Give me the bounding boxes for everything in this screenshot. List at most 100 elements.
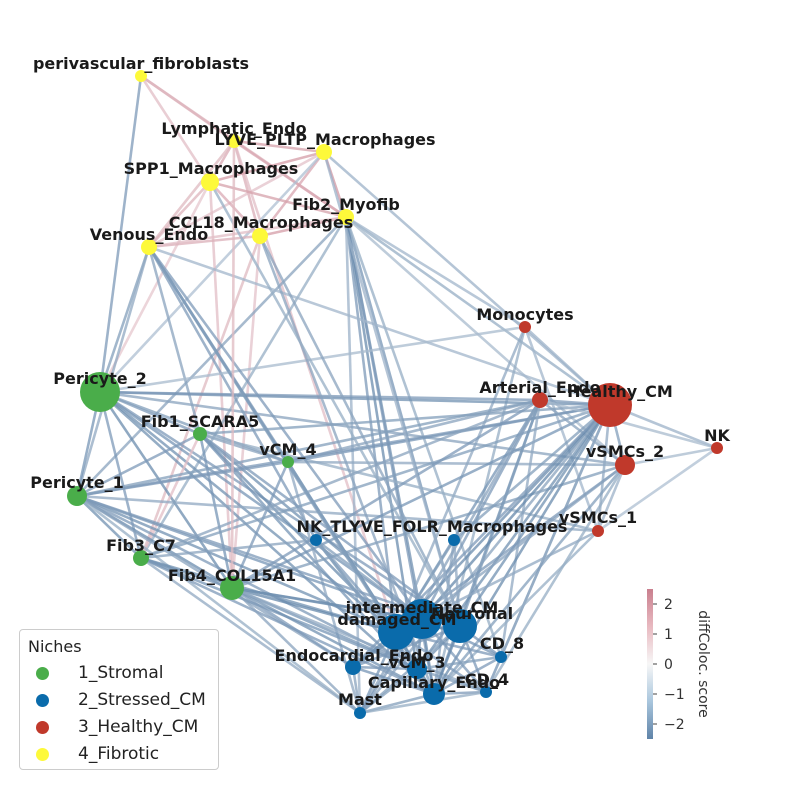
node-label-Capillary_Endo: Capillary_Endo bbox=[368, 673, 500, 692]
node-Fib4_COL15A1[interactable] bbox=[220, 576, 244, 600]
node-LYVE_PLTP_Macrophages[interactable] bbox=[316, 144, 332, 160]
edge-Monocytes-Pericyte_2 bbox=[99, 325, 526, 394]
legend-item-fibrotic: 4_Fibrotic bbox=[36, 743, 159, 765]
node-Lymphatic_Endo[interactable] bbox=[227, 134, 241, 148]
node-Pericyte_2[interactable] bbox=[80, 372, 120, 412]
edge-NK_TLYVE_FOLR_Macrophages-intermediate_CM bbox=[315, 538, 423, 621]
node-label-NK: NK bbox=[704, 426, 730, 445]
node-CD_4[interactable] bbox=[480, 686, 492, 698]
colorbar-tick-label: −1 bbox=[664, 687, 685, 703]
edge-vSMCs_2-intermediate_CM bbox=[421, 463, 626, 621]
edge-Lymphatic_Endo-Fib2_Myofib bbox=[233, 139, 347, 219]
legend-title: Niches bbox=[28, 637, 82, 656]
edge-Fib4_COL15A1-Mast bbox=[231, 587, 361, 714]
node-label-Fib4_COL15A1: Fib4_COL15A1 bbox=[168, 566, 296, 585]
node-label-vSMCs_2: vSMCs_2 bbox=[586, 442, 664, 461]
edge-Capillary_Endo-Endocardial_Endo bbox=[352, 665, 435, 696]
node-label-Fib3_C7: Fib3_C7 bbox=[106, 536, 176, 555]
edge-Fib2_Myofib-Mast bbox=[344, 216, 362, 714]
node-Fib1_SCARA5[interactable] bbox=[193, 427, 207, 441]
node-label-vCM_3: vCM_3 bbox=[388, 653, 445, 672]
edge-Fib2_Myofib-Fib3_C7 bbox=[139, 216, 348, 559]
node-vCM_4[interactable] bbox=[282, 456, 294, 468]
edge-Fib1_SCARA5-Fib4_COL15A1 bbox=[198, 433, 234, 589]
node-damaged_CM[interactable] bbox=[378, 614, 414, 650]
edge-CD_8-CD_4 bbox=[484, 656, 503, 693]
node-Neuronal[interactable] bbox=[443, 609, 477, 643]
edge-Fib1_SCARA5-intermediate_CM bbox=[199, 433, 423, 620]
edge-Pericyte_2-Fib4_COL15A1 bbox=[98, 391, 234, 589]
legend-item-stressed-cm: 2_Stressed_CM bbox=[36, 689, 206, 711]
node-Pericyte_1[interactable] bbox=[67, 486, 87, 506]
node-LYVE_FOLR_Macrophages[interactable] bbox=[448, 534, 460, 546]
edge-Pericyte_2-vCM_4 bbox=[99, 390, 289, 464]
node-CD_8[interactable] bbox=[495, 651, 507, 663]
node-Fib2_Myofib[interactable] bbox=[338, 209, 354, 225]
edge-Fib1_SCARA5-Pericyte_1 bbox=[76, 432, 201, 498]
legend-label: 4_Fibrotic bbox=[78, 744, 160, 764]
node-vSMCs_1[interactable] bbox=[592, 525, 604, 537]
node-Monocytes[interactable] bbox=[519, 321, 531, 333]
edge-Fib2_Myofib-Healthy_CM bbox=[345, 215, 611, 407]
node-SPP1_Macrophages[interactable] bbox=[201, 173, 219, 191]
legend-dot-stressed-cm bbox=[36, 693, 49, 707]
edge-Venous_Endo-Fib1_SCARA5 bbox=[147, 246, 202, 435]
edge-Fib3_C7-Arterial_Endo bbox=[140, 398, 541, 560]
edge-Pericyte_1-damaged_CM bbox=[76, 494, 397, 634]
colorbar-tick-label: 0 bbox=[664, 657, 673, 673]
edge-Fib2_Myofib-Monocytes bbox=[345, 215, 526, 329]
node-perivascular_fibroblasts[interactable] bbox=[135, 70, 147, 82]
label-layer: perivascular_fibroblastsLymphatic_EndoLY… bbox=[30, 54, 730, 709]
colorbar-label: diffColoc. score bbox=[695, 610, 711, 717]
node-Capillary_Endo[interactable] bbox=[423, 683, 445, 705]
edge-Fib4_COL15A1-Endocardial_Endo bbox=[231, 586, 354, 669]
node-label-damaged_CM: damaged_CM bbox=[337, 610, 456, 629]
legend-dot-stromal bbox=[36, 666, 49, 680]
edge-perivascular_fibroblasts-SPP1_Macrophages bbox=[139, 75, 212, 183]
legend: Niches 1_Stromal 2_Stressed_CM 3_Healthy… bbox=[19, 629, 219, 770]
node-Mast[interactable] bbox=[354, 707, 366, 719]
legend-label: 2_Stressed_CM bbox=[78, 690, 206, 710]
node-label-CD_8: CD_8 bbox=[480, 634, 524, 653]
edge-Monocytes-damaged_CM bbox=[394, 326, 527, 633]
edge-Fib1_SCARA5-Healthy_CM bbox=[199, 403, 611, 436]
edge-NK-Arterial_Endo bbox=[539, 398, 718, 450]
edge-Arterial_Endo-Mast bbox=[358, 399, 542, 714]
node-NK[interactable] bbox=[711, 442, 723, 454]
edge-SPP1_Macrophages-Fib4_COL15A1 bbox=[208, 181, 234, 589]
edge-Pericyte_1-Arterial_Endo bbox=[76, 398, 541, 498]
edge-Healthy_CM-intermediate_CM bbox=[421, 404, 611, 620]
node-Arterial_Endo[interactable] bbox=[532, 392, 548, 408]
legend-dot-healthy-cm bbox=[36, 720, 49, 734]
node-CCL18_Macrophages[interactable] bbox=[252, 228, 268, 244]
node-vCM_3[interactable] bbox=[407, 659, 427, 679]
legend-dot-fibrotic bbox=[36, 747, 49, 761]
edge-Lymphatic_Endo-damaged_CM bbox=[232, 140, 398, 633]
node-Endocardial_Endo[interactable] bbox=[345, 659, 361, 675]
edge-damaged_CM-CD_4 bbox=[395, 630, 487, 694]
edge-Fib2_Myofib-damaged_CM bbox=[344, 216, 398, 633]
node-Healthy_CM[interactable] bbox=[588, 383, 632, 427]
edge-CCL18_Macrophages-Neuronal bbox=[258, 235, 462, 627]
edge-Pericyte_1-Mast bbox=[76, 494, 361, 715]
node-NK_TLYVE_FOLR_Macrophages[interactable] bbox=[310, 534, 322, 546]
node-label-vSMCs_1: vSMCs_1 bbox=[559, 508, 637, 527]
edge-Fib4_COL15A1-Healthy_CM bbox=[231, 403, 611, 590]
edge-Healthy_CM-LYVE_FOLR_Macrophages bbox=[453, 404, 611, 541]
edge-Lymphatic_Endo-LYVE_PLTP_Macrophages bbox=[233, 139, 325, 154]
node-label-vCM_4: vCM_4 bbox=[259, 440, 316, 459]
edge-Pericyte_2-Capillary_Endo bbox=[99, 391, 435, 695]
node-Fib3_C7[interactable] bbox=[133, 550, 149, 566]
edge-Fib4_COL15A1-CD_4 bbox=[231, 586, 487, 694]
edge-LYVE_PLTP_Macrophages-SPP1_Macrophages bbox=[209, 150, 325, 184]
node-label-LYVE_PLTP_Macrophages: LYVE_PLTP_Macrophages bbox=[214, 130, 435, 149]
colorbar-gradient bbox=[647, 589, 653, 739]
edge-perivascular_fibroblasts-Pericyte_2 bbox=[98, 75, 143, 393]
node-Venous_Endo[interactable] bbox=[141, 239, 157, 255]
node-layer bbox=[67, 70, 723, 719]
node-vSMCs_2[interactable] bbox=[615, 455, 635, 475]
edge-vCM_3-Mast bbox=[359, 667, 418, 715]
edge-Fib3_C7-Healthy_CM bbox=[140, 403, 611, 560]
edge-LYVE_PLTP_Macrophages-Pericyte_2 bbox=[99, 151, 325, 393]
